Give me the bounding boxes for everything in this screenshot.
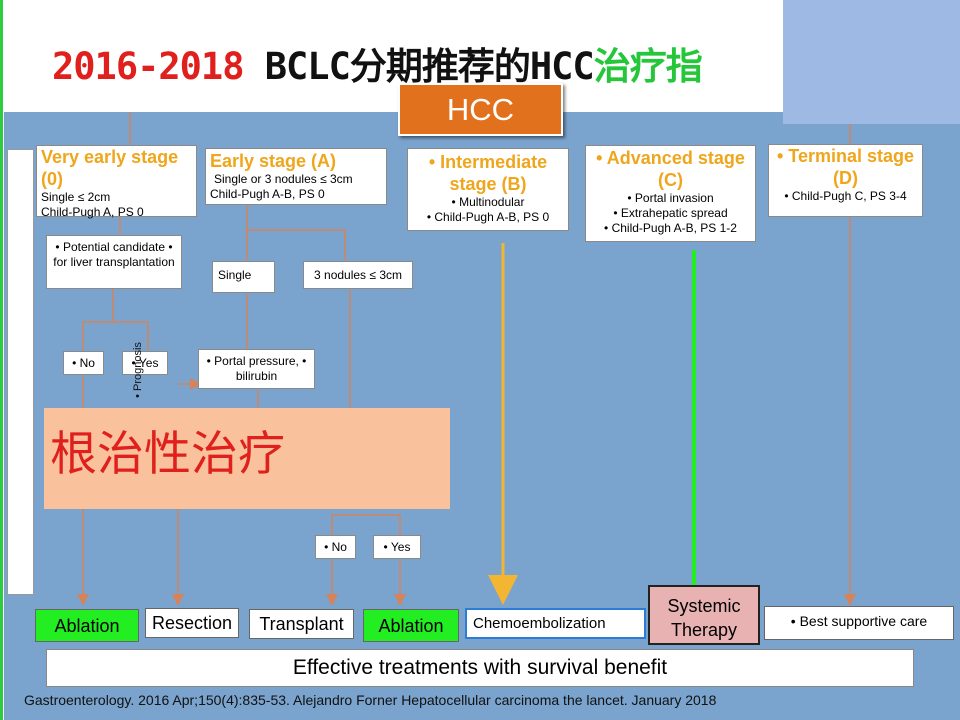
no-node-2: • No <box>315 535 356 559</box>
stage-0-box: Very early stage (0) Single ≤ 2cm Child-… <box>36 145 197 219</box>
survival-benefit-banner: Effective treatments with survival benef… <box>46 649 914 687</box>
stage-b-detail-2: • Child-Pugh A-B, PS 0 <box>426 210 550 224</box>
prognosis-label: • Prognosis <box>132 342 144 398</box>
stage-b-box: • Intermediate stage (B) • Multinodular … <box>407 148 569 231</box>
yes-node-1: • Yes <box>122 351 168 375</box>
three-nodules-node: 3 nodules ≤ 3cm <box>303 261 413 289</box>
hcc-root-node: HCC <box>398 83 563 136</box>
stage-a-title: Early stage (A) <box>210 151 337 171</box>
no-node-1: • No <box>63 351 104 375</box>
systemic-therapy-treatment: Systemic Therapy <box>648 585 760 645</box>
stage-c-box: • Advanced stage (C) • Portal invasion •… <box>585 145 756 242</box>
stage-0-detail-2: Child-Pugh A, PS 0 <box>41 205 144 219</box>
stage-c-title: • Advanced stage (C) <box>596 148 745 190</box>
stage-c-detail-1: • Portal invasion <box>627 191 714 205</box>
stage-0-title: Very early stage (0) <box>41 147 179 189</box>
left-accent-line <box>0 0 3 720</box>
stage-b-detail-1: • Multinodular <box>451 195 525 209</box>
stage-c-detail-3: • Child-Pugh A-B, PS 1-2 <box>604 221 737 235</box>
best-supportive-care-treatment: • Best supportive care <box>764 606 954 640</box>
stage-d-title: • Terminal stage (D) <box>776 146 914 188</box>
portal-pressure-node: • Portal pressure, • bilirubin <box>198 349 315 389</box>
stage-c-detail-2: • Extrahepatic spread <box>613 206 728 220</box>
page-title: 2016-2018 BCLC分期推荐的HCC治疗指 <box>52 45 703 88</box>
transplant-treatment: Transplant <box>249 609 354 639</box>
candidate-node: • Potential candidate • for liver transp… <box>46 235 182 289</box>
ablation-treatment-2: Ablation <box>363 609 459 642</box>
stage-0-detail-1: Single ≤ 2cm <box>41 190 111 204</box>
single-node: Single <box>212 261 275 293</box>
stage-a-detail-2: Child-Pugh A-B, PS 0 <box>210 187 325 201</box>
curative-highlight-box <box>44 408 450 509</box>
stage-a-box: Early stage (A) Single or 3 nodules ≤ 3c… <box>205 148 387 205</box>
left-sidebar-box <box>7 149 34 595</box>
stage-d-box: • Terminal stage (D) • Child-Pugh C, PS … <box>768 144 923 217</box>
resection-treatment: Resection <box>145 608 239 638</box>
curative-treatment-label: 根治性治疗 <box>50 427 285 482</box>
stage-b-title: • Intermediate stage (B) <box>428 152 548 194</box>
ablation-treatment-1: Ablation <box>35 609 139 642</box>
corner-decoration <box>783 0 960 124</box>
chemoembolization-treatment: Chemoembolization <box>465 608 646 639</box>
stage-a-detail-1: Single or 3 nodules ≤ 3cm <box>214 172 353 186</box>
citation-footer: Gastroenterology. 2016 Apr;150(4):835-53… <box>24 692 717 708</box>
yes-node-2: • Yes <box>373 535 421 559</box>
stage-d-detail-1: • Child-Pugh C, PS 3-4 <box>784 189 907 203</box>
